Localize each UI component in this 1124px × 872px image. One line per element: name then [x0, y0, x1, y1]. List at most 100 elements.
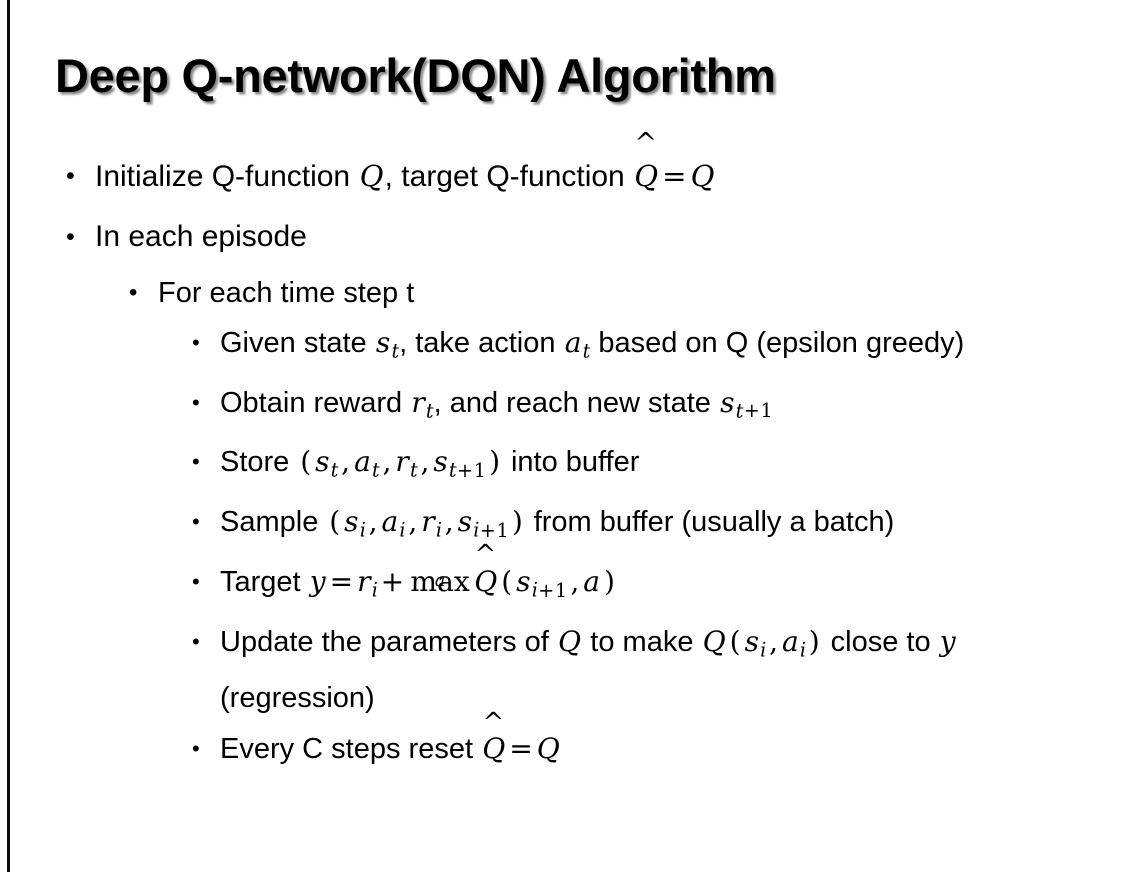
math-subscript-t: t	[330, 459, 339, 483]
bullet-marker-icon: •	[66, 162, 75, 190]
math-var-r: r	[411, 385, 425, 419]
math-var-a: a	[564, 326, 582, 359]
circumflex-accent-icon: ^	[634, 128, 657, 160]
subscript-part: 1	[473, 459, 486, 483]
math-var-q-hat: Q^	[481, 710, 506, 773]
math-paren-open: (	[329, 505, 341, 539]
text-run: , take action	[399, 327, 564, 359]
math-var-a: a	[781, 624, 799, 658]
list-item: • Update the parameters of Q to make Q(s…	[0, 618, 1124, 723]
list-item: • Obtain reward rt, and reach new state …	[0, 379, 1124, 436]
math-max-label: max	[410, 564, 470, 598]
list-item-text: In each episode	[95, 220, 307, 253]
math-var-q: Q	[359, 159, 384, 193]
bullet-list: • Initialize Q-function Q, target Q-func…	[0, 130, 1124, 776]
math-subscript-i: i	[435, 518, 442, 542]
math-paren-close: )	[603, 564, 615, 598]
text-run: to make	[582, 625, 702, 658]
math-subscript-t-plus-1: t+1	[449, 459, 486, 482]
math-var-s: s	[344, 505, 359, 539]
text-run: based on Q (epsilon greedy)	[590, 327, 965, 359]
text-run: , target Q-function	[384, 160, 634, 193]
math-var-q: Q	[690, 159, 715, 193]
list-item: • Given state st, take action at based o…	[0, 319, 1124, 376]
page-title: Deep Q-network(DQN) Algorithm	[55, 49, 776, 102]
subscript-part: +	[456, 459, 473, 483]
math-var-s: s	[315, 445, 330, 479]
text-run: , and reach new state	[433, 386, 719, 419]
list-item-text: Sample (si,ai,ri,si+1) from buffer (usua…	[220, 498, 1100, 555]
math-op-equals: =	[329, 564, 354, 598]
subscript-part: 1	[760, 399, 773, 423]
math-var-q: Q	[702, 624, 726, 658]
subscript-part: t	[448, 459, 457, 483]
math-var-a: a	[354, 445, 371, 479]
math-comma: ,	[444, 505, 454, 539]
math-comma: ,	[368, 505, 378, 539]
math-var-s: s	[516, 564, 531, 598]
text-run: Given state	[220, 327, 375, 359]
list-item-text: Update the parameters of Q to make Q(si,…	[220, 618, 1100, 723]
math-var-s: s	[433, 445, 448, 479]
subscript-part: i	[473, 518, 480, 542]
math-var-q-hat-base: Q	[634, 159, 659, 193]
math-var-s: s	[457, 505, 473, 539]
math-max-limit-a: a	[434, 570, 446, 591]
text-run: Target	[220, 565, 309, 598]
math-comma: ,	[382, 445, 392, 479]
math-paren-close: )	[808, 624, 820, 658]
bullet-marker-icon: •	[192, 509, 200, 535]
math-subscript-i: i	[799, 638, 806, 662]
math-subscript-i: i	[359, 518, 366, 542]
math-var-q-hat: Q^	[633, 130, 659, 206]
math-subscript-i: i	[399, 518, 406, 542]
text-run: (regression)	[220, 682, 375, 715]
slide-left-border-rule	[7, 0, 10, 872]
math-var-s: s	[720, 385, 735, 419]
math-comma: ,	[341, 445, 351, 479]
subscript-part: +	[479, 518, 496, 542]
bullet-marker-icon: •	[192, 736, 200, 762]
circumflex-accent-icon: ^	[474, 540, 497, 571]
math-op-equals: =	[509, 732, 533, 766]
bullet-marker-icon: •	[192, 449, 200, 475]
text-run: Initialize Q-function	[95, 160, 359, 193]
math-var-y: y	[309, 564, 326, 598]
math-subscript-t: t	[409, 459, 418, 483]
bullet-marker-icon: •	[66, 223, 75, 251]
bullet-marker-icon: •	[192, 389, 200, 415]
math-subscript-t: t	[425, 399, 434, 423]
math-var-a: a	[381, 505, 399, 539]
list-item: • For each time step t	[0, 267, 1124, 319]
list-item-text: Store (st,at,rt,st+1) into buffer	[220, 438, 1100, 495]
subscript-part: +	[538, 578, 555, 602]
math-op-plus: +	[380, 564, 405, 598]
math-var-q-hat: Q^	[473, 543, 498, 606]
math-var-s: s	[375, 326, 391, 359]
math-subscript-t: t	[582, 339, 591, 363]
math-subscript-t-plus-1: t+1	[736, 399, 773, 422]
math-subscript-t: t	[391, 339, 400, 363]
text-run: into buffer	[502, 446, 640, 479]
list-item: • Initialize Q-function Q, target Q-func…	[0, 130, 1124, 207]
math-var-q-hat-base: Q	[482, 732, 506, 766]
math-var-q-hat-base: Q	[474, 564, 498, 598]
math-op-equals: =	[662, 159, 687, 193]
math-subscript-i-plus-1: i+1	[532, 579, 568, 602]
subscript-part: +	[743, 399, 760, 423]
subscript-part: t	[735, 399, 744, 423]
math-paren-close: )	[489, 445, 501, 479]
text-run: from buffer (usually a batch)	[525, 506, 895, 539]
math-paren-open: (	[729, 624, 741, 658]
math-var-q: Q	[536, 732, 560, 766]
math-comma: ,	[769, 624, 779, 658]
list-item: • Every C steps reset Q^=Q	[0, 710, 1124, 773]
text-run: Update the parameters of	[220, 625, 557, 658]
list-item: • In each episode	[0, 207, 1124, 267]
math-paren-open: (	[300, 445, 312, 479]
text-run: close to	[822, 625, 939, 658]
